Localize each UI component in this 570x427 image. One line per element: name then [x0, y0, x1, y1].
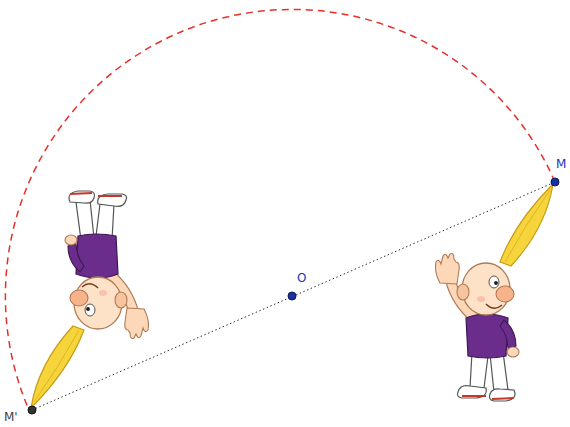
point-m — [551, 178, 559, 186]
point-label: M' — [4, 411, 18, 423]
boy-image-figure — [31, 191, 149, 408]
symmetry-segment — [32, 182, 555, 410]
point-label: O — [297, 272, 306, 284]
center-point — [288, 292, 296, 300]
rotation-arc — [5, 9, 555, 410]
point-m-prime — [28, 406, 36, 414]
boy-figure — [436, 184, 554, 401]
point-label: M — [556, 158, 566, 170]
